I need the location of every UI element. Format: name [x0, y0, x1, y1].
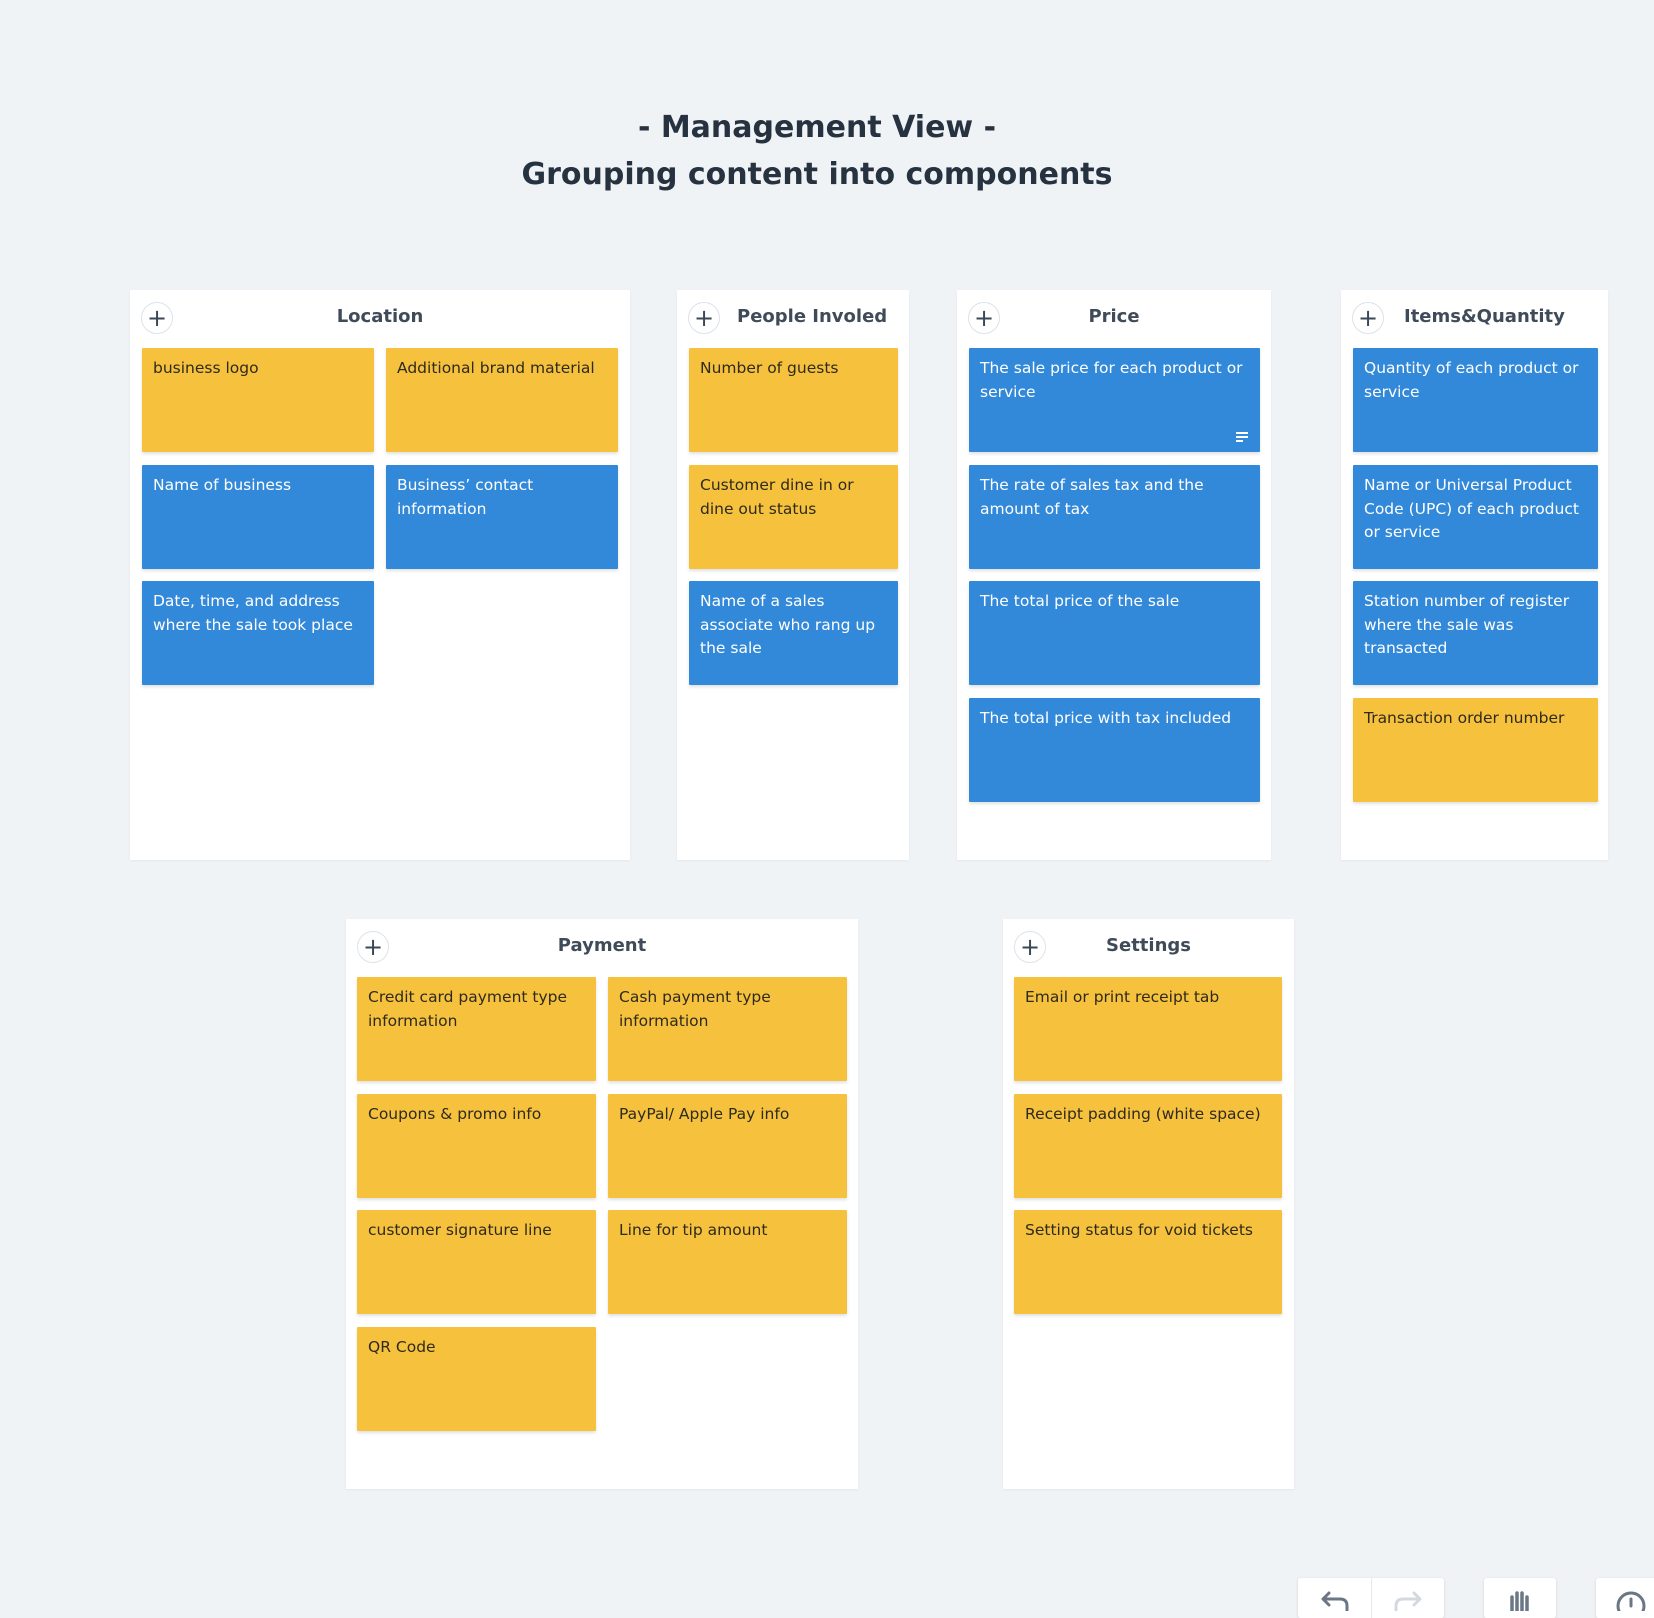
sticky-card[interactable]: Quantity of each product or service	[1353, 348, 1598, 452]
redo-button[interactable]	[1371, 1578, 1444, 1611]
redo-icon	[1394, 1591, 1421, 1611]
plus-icon: +	[973, 304, 995, 332]
group-header: + People Involed	[677, 302, 909, 334]
board-title: - Management View - Grouping content int…	[0, 104, 1634, 198]
add-card-button[interactable]: +	[688, 302, 720, 334]
hand-icon	[1510, 1591, 1529, 1611]
undo-redo-toolbar	[1298, 1578, 1444, 1618]
group-items-quantity: + Items&Quantity Quantity of each produc…	[1341, 290, 1608, 860]
sticky-card[interactable]: The sale price for each product or servi…	[969, 348, 1260, 452]
title-line-2: Grouping content into components	[521, 157, 1113, 192]
sticky-card[interactable]: Setting status for void tickets	[1014, 1210, 1282, 1314]
sticky-card[interactable]: PayPal/ Apple Pay info	[608, 1094, 847, 1198]
sticky-card[interactable]: Email or print receipt tab	[1014, 977, 1282, 1081]
group-header: + Settings	[1003, 931, 1294, 963]
undo-button[interactable]	[1298, 1578, 1371, 1611]
group-settings: + Settings Email or print receipt tab Re…	[1003, 919, 1294, 1489]
sticky-card[interactable]: Receipt padding (white space)	[1014, 1094, 1282, 1198]
sticky-card[interactable]: Additional brand material	[386, 348, 618, 452]
sticky-card[interactable]: Name or Universal Product Code (UPC) of …	[1353, 465, 1598, 569]
sticky-card[interactable]: The rate of sales tax and the amount of …	[969, 465, 1260, 569]
card-text: The sale price for each product or servi…	[980, 359, 1243, 401]
plus-icon: +	[693, 304, 715, 332]
group-header: + Items&Quantity	[1341, 302, 1608, 334]
group-header: + Price	[957, 302, 1271, 334]
group-title: Payment	[557, 935, 647, 956]
sticky-card[interactable]: Name of business	[142, 465, 374, 569]
help-toolbar	[1596, 1578, 1654, 1618]
sticky-card[interactable]: Business’ contact information	[386, 465, 618, 569]
undo-icon	[1321, 1591, 1348, 1611]
notes-icon[interactable]	[1236, 432, 1248, 442]
plus-icon: +	[362, 933, 384, 961]
add-card-button[interactable]: +	[357, 931, 389, 963]
help-button[interactable]	[1596, 1578, 1654, 1611]
add-card-button[interactable]: +	[1014, 931, 1046, 963]
group-title: Price	[1088, 306, 1140, 327]
sticky-card[interactable]: Transaction order number	[1353, 698, 1598, 802]
add-card-button[interactable]: +	[968, 302, 1000, 334]
add-card-button[interactable]: +	[141, 302, 173, 334]
group-title: Items&Quantity	[1404, 306, 1565, 327]
help-icon	[1616, 1591, 1646, 1611]
group-location: + Location business logo Additional bran…	[130, 290, 630, 860]
sticky-card[interactable]: Credit card payment type information	[357, 977, 596, 1081]
sticky-card[interactable]: customer signature line	[357, 1210, 596, 1314]
group-title: People Involed	[737, 306, 888, 327]
sticky-card[interactable]: Name of a sales associate who rang up th…	[689, 581, 898, 685]
group-people: + People Involed Number of guests Custom…	[677, 290, 909, 860]
group-header: + Payment	[346, 931, 858, 963]
sticky-card[interactable]: The total price of the sale	[969, 581, 1260, 685]
plus-icon: +	[1357, 304, 1379, 332]
hand-tool-button[interactable]	[1484, 1578, 1556, 1611]
sticky-card[interactable]: Customer dine in or dine out status	[689, 465, 898, 569]
plus-icon: +	[146, 304, 168, 332]
sticky-card[interactable]: Number of guests	[689, 348, 898, 452]
group-header: + Location	[130, 302, 630, 334]
group-payment: + Payment Credit card payment type infor…	[346, 919, 858, 1489]
sticky-card[interactable]: The total price with tax included	[969, 698, 1260, 802]
plus-icon: +	[1019, 933, 1041, 961]
title-line-1: - Management View -	[637, 110, 997, 145]
add-card-button[interactable]: +	[1352, 302, 1384, 334]
sticky-card[interactable]: QR Code	[357, 1327, 596, 1431]
group-price: + Price The sale price for each product …	[957, 290, 1271, 860]
sticky-card[interactable]: Line for tip amount	[608, 1210, 847, 1314]
sticky-card[interactable]: Date, time, and address where the sale t…	[142, 581, 374, 685]
hand-tool-toolbar	[1484, 1578, 1556, 1618]
sticky-card[interactable]: business logo	[142, 348, 374, 452]
group-title: Settings	[1106, 935, 1191, 956]
sticky-card[interactable]: Cash payment type information	[608, 977, 847, 1081]
sticky-card[interactable]: Station number of register where the sal…	[1353, 581, 1598, 685]
sticky-card[interactable]: Coupons & promo info	[357, 1094, 596, 1198]
group-title: Location	[336, 306, 424, 327]
